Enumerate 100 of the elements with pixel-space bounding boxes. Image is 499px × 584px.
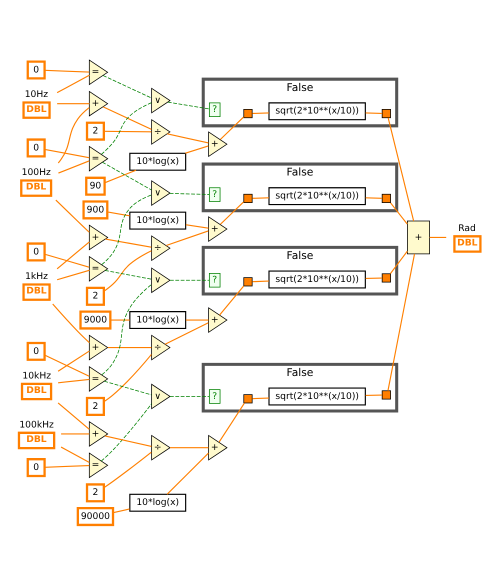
connector — [56, 240, 90, 269]
node-box: sqrt(2*10**(x/10)) — [268, 102, 366, 120]
connector — [104, 451, 152, 488]
connector — [52, 303, 90, 343]
node-label: 10kHz — [22, 370, 52, 382]
connector — [102, 283, 152, 375]
connector — [164, 322, 209, 344]
connector — [56, 269, 90, 280]
node-box — [382, 272, 391, 282]
node-box — [382, 108, 391, 118]
connector — [390, 250, 408, 274]
connector — [44, 253, 90, 268]
connector — [101, 402, 152, 461]
connector — [57, 102, 90, 104]
connector — [252, 196, 269, 198]
connector — [170, 279, 210, 280]
connector — [55, 199, 90, 232]
node-box: 10*log(x) — [129, 493, 186, 512]
connector — [44, 354, 90, 376]
connector — [101, 194, 152, 264]
node-box: 0 — [26, 60, 46, 80]
connector — [44, 464, 90, 468]
node-box: DBL — [18, 431, 56, 449]
node-box: 10*log(x) — [129, 152, 186, 170]
connector — [252, 280, 269, 282]
node-label: 10Hz — [24, 88, 48, 100]
connector — [102, 161, 152, 190]
node-box: DBL — [20, 178, 52, 196]
node-box: DBL — [22, 100, 51, 118]
connector — [108, 346, 152, 348]
node-box — [243, 108, 253, 118]
node-box: ? — [208, 186, 220, 202]
connector — [113, 508, 130, 513]
connector — [104, 130, 152, 132]
node-box: ? — [208, 102, 220, 117]
connector — [166, 230, 208, 246]
connector — [366, 394, 382, 396]
connector — [186, 224, 209, 228]
connector — [220, 116, 244, 140]
connector — [101, 102, 152, 154]
connector — [58, 160, 90, 174]
connector — [44, 148, 90, 158]
node-box: 90 — [85, 176, 106, 196]
node-box: 2 — [86, 286, 105, 306]
node-box: 90000 — [76, 506, 114, 526]
node-box: 10*log(x) — [129, 211, 186, 230]
connector — [102, 74, 152, 98]
node-box: 2 — [86, 482, 105, 502]
connector — [110, 318, 130, 320]
node-box: 2 — [86, 121, 105, 140]
connector — [169, 192, 210, 194]
node-label: 100Hz — [22, 166, 51, 178]
connector — [252, 397, 269, 399]
connector — [105, 238, 152, 248]
connector — [107, 210, 130, 216]
connector — [58, 350, 90, 372]
connector — [219, 285, 244, 315]
connector — [166, 452, 209, 494]
connector — [387, 253, 416, 390]
connector — [388, 117, 414, 221]
node-label: 1kHz — [25, 270, 48, 282]
node-box: 0 — [26, 138, 46, 158]
node-box: 9000 — [79, 310, 112, 330]
node-box: 0 — [26, 341, 46, 360]
connector — [366, 112, 382, 114]
node-box: 2 — [86, 396, 105, 416]
node-box — [382, 390, 391, 400]
connector — [170, 446, 209, 448]
node-box: sqrt(2*10**(x/10)) — [268, 186, 366, 205]
connector — [56, 74, 90, 93]
node-box: 0 — [26, 242, 46, 262]
connector — [220, 201, 244, 224]
node-label: Rad — [458, 222, 476, 234]
node-box: sqrt(2*10**(x/10)) — [268, 387, 366, 405]
connector — [60, 446, 90, 462]
connector — [390, 202, 408, 224]
node-box: 0 — [26, 458, 46, 477]
node-box: sqrt(2*10**(x/10)) — [268, 270, 366, 288]
connector — [366, 196, 382, 198]
node-box: ? — [208, 272, 220, 288]
connector — [430, 236, 446, 238]
connector — [104, 169, 136, 183]
node-box: 900 — [82, 200, 108, 219]
node-box — [243, 276, 253, 286]
node-box — [243, 193, 253, 203]
node-box: 10*log(x) — [129, 310, 186, 328]
connector — [186, 318, 209, 320]
node-box: DBL — [20, 382, 52, 400]
connector — [104, 270, 152, 280]
connector — [104, 434, 152, 447]
connector — [218, 402, 245, 442]
connector — [58, 106, 90, 163]
connector — [104, 354, 152, 402]
connector — [58, 402, 90, 430]
connector — [252, 112, 269, 114]
connector — [366, 276, 382, 278]
node-label: 100kHz — [19, 419, 54, 430]
connector — [185, 144, 209, 154]
connector — [104, 250, 152, 292]
connector — [104, 380, 152, 395]
